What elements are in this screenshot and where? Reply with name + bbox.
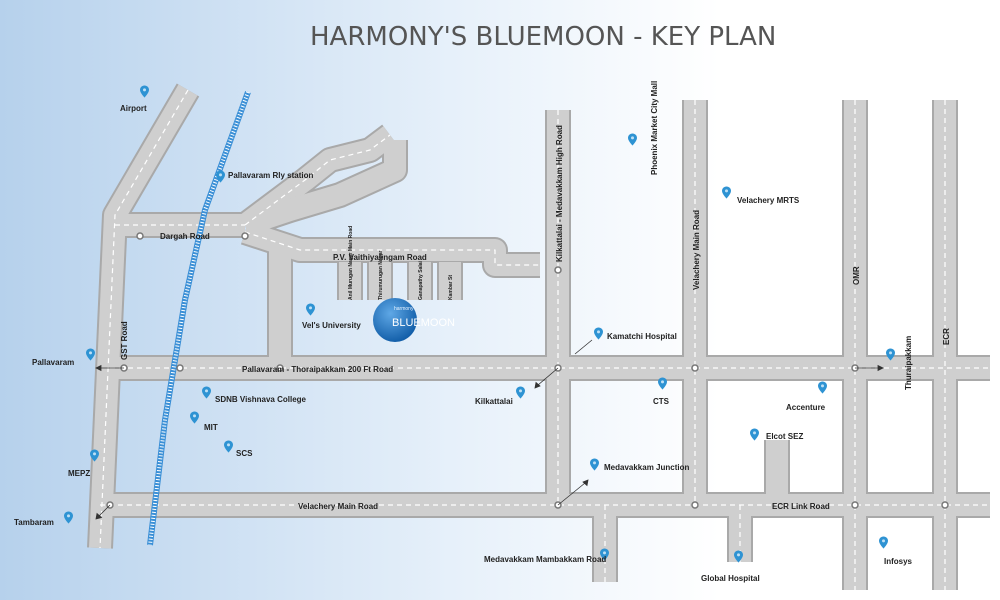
- infosys-label: Infosys: [884, 557, 913, 566]
- pallavaram-rly-label: Pallavaram Rly station: [228, 171, 313, 180]
- project-logo: harmony BLUEMOON: [373, 298, 455, 342]
- mepz-label: MEPZ: [68, 469, 90, 478]
- road-label-kilkattalai-medavakkam: Kilkattalai - Medavakkam High Road: [555, 125, 564, 262]
- place-medavakkam-junction: Medavakkam Junction: [590, 458, 689, 472]
- road-label-ecr-link: ECR Link Road: [772, 502, 830, 511]
- map-title: HARMONY'S BLUEMOON - KEY PLAN: [310, 22, 776, 52]
- vels-label: Vel's University: [302, 321, 361, 330]
- road-label-pallavaram-thoraipakkam: Pallavaram - Thoraipakkam 200 Ft Road: [242, 365, 393, 374]
- thuraipakkam-label: Thuraipakkam: [904, 336, 913, 390]
- place-elcot: Elcot SEZ: [750, 428, 803, 441]
- place-thuraipakkam: Thuraipakkam: [886, 336, 913, 390]
- place-infosys: Infosys: [879, 536, 913, 566]
- accenture-label: Accenture: [786, 403, 826, 412]
- road-label-anil-murugan: Anil Murugan Nagar Main Road: [348, 226, 354, 300]
- place-phoenix: Phoenix Market City Mall: [628, 81, 659, 175]
- medavakkam-junction-label: Medavakkam Junction: [604, 463, 689, 472]
- kamatchi-label: Kamatchi Hospital: [607, 332, 677, 341]
- place-mepz: MEPZ: [68, 449, 99, 478]
- place-vels: Vel's University: [302, 303, 361, 330]
- place-pallavaram-rly: Pallavaram Rly station: [216, 170, 313, 183]
- velachery-mrts-label: Velachery MRTS: [737, 196, 800, 205]
- place-airport: Airport: [120, 85, 149, 113]
- sdnb-label: SDNB Vishnava College: [215, 395, 307, 404]
- road-label-ecr: ECR: [942, 328, 951, 345]
- road-label-pv-vaithiyalingam: P.V. Vaithiyalingam Road: [333, 253, 427, 262]
- place-tambaram: Tambaram: [14, 511, 73, 527]
- global-hospital-label: Global Hospital: [701, 574, 760, 583]
- tambaram-label: Tambaram: [14, 518, 54, 527]
- place-medavakkam-mambakkam: Medavakkam Mambakkam Road: [484, 548, 609, 564]
- mit-label: MIT: [204, 423, 218, 432]
- elcot-label: Elcot SEZ: [766, 432, 803, 441]
- cts-label: CTS: [653, 397, 670, 406]
- place-scs: SCS: [224, 440, 253, 458]
- road-label-gst: GST Road: [120, 321, 129, 360]
- project-brand: harmony: [394, 306, 414, 312]
- scs-label: SCS: [236, 449, 253, 458]
- place-mit: MIT: [190, 411, 218, 432]
- road-label-kambar: Kambar St: [448, 275, 454, 300]
- place-cts: CTS: [653, 377, 670, 406]
- road-label-thirumurugan: Thirumurugan Nagar: [378, 250, 384, 300]
- medavakkam-mambakkam-label: Medavakkam Mambakkam Road: [484, 555, 606, 564]
- place-velachery-mrts: Velachery MRTS: [722, 186, 800, 205]
- pallavaram-label: Pallavaram: [32, 358, 74, 367]
- airport-label: Airport: [120, 104, 147, 113]
- phoenix-label: Phoenix Market City Mall: [650, 81, 659, 175]
- place-kamatchi: Kamatchi Hospital: [594, 327, 677, 341]
- place-kilkattalai: Kilkattalai: [475, 386, 525, 406]
- place-global-hospital: Global Hospital: [701, 550, 760, 583]
- place-pallavaram: Pallavaram: [32, 348, 95, 367]
- direction-arrows: [95, 339, 884, 520]
- place-accenture: Accenture: [786, 381, 827, 412]
- kilkattalai-label: Kilkattalai: [475, 397, 513, 406]
- road-label-dargah: Dargah Road: [160, 232, 210, 241]
- road-label-velachery-main-vertical: Velachery Main Road: [692, 210, 701, 290]
- place-sdnb: SDNB Vishnava College: [202, 386, 307, 404]
- project-name: BLUEMOON: [392, 317, 455, 329]
- road-label-omr: OMR: [852, 266, 861, 285]
- road-label-velachery-main-bottom: Velachery Main Road: [298, 502, 378, 511]
- road-label-ganapathy: Ganapathy Salai: [418, 260, 424, 300]
